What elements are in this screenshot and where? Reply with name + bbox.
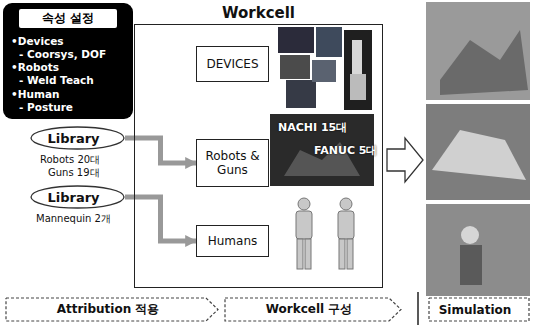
divider-line <box>417 292 419 325</box>
node-title: Robots & Guns <box>201 149 264 178</box>
process-box: Robots & Guns <box>196 139 269 187</box>
sim-shape <box>460 245 482 285</box>
node-title: Library <box>47 131 99 146</box>
attribute-panel: 속성 설정 •Devices- Coorsys, DOF•Robots- Weld… <box>3 3 133 119</box>
robot-base <box>350 74 366 100</box>
node-text: - Coorsys, DOF <box>11 48 125 61</box>
node-title: Attribution 적용 <box>57 301 160 318</box>
mannequin-head <box>298 198 310 210</box>
node-title: 속성 설정 <box>19 9 117 28</box>
chevron-outline <box>225 298 401 321</box>
screen <box>312 60 336 82</box>
node-text: •Robots <box>11 61 125 74</box>
mannequin-leg <box>297 239 303 269</box>
ellipse-outline <box>31 127 124 149</box>
process-box: DEVICES <box>196 46 269 82</box>
node-title: Workcell <box>135 4 382 22</box>
process-box: Humans <box>196 225 269 257</box>
sim-shape <box>440 30 528 95</box>
stage-outline <box>429 298 529 321</box>
mannequin-leg <box>347 239 353 269</box>
screen <box>280 55 310 79</box>
count-label: Mannequin 2개 <box>36 212 111 226</box>
stage-chevron: Workcell 구성 <box>224 297 402 322</box>
stage-box: Simulation <box>428 297 530 322</box>
count-label: Robots 20대 <box>40 153 100 167</box>
node-title: Humans <box>208 234 258 248</box>
robot-arm <box>352 40 362 74</box>
node-text: •Human <box>11 88 125 101</box>
mannequin-body <box>296 211 312 239</box>
robot-photo <box>344 30 372 110</box>
library-ellipse: Library <box>30 126 125 150</box>
device-screens <box>278 27 372 110</box>
chevron-outline <box>6 298 218 321</box>
node-title: DEVICES <box>206 57 258 71</box>
count-label: Guns 19대 <box>48 166 100 180</box>
flow-arrow <box>387 138 423 182</box>
screen <box>278 27 314 53</box>
node-title: Simulation <box>439 303 512 317</box>
mannequins <box>296 198 354 269</box>
node-text: - Posture <box>11 101 125 114</box>
mannequin-body <box>338 211 354 239</box>
library-ellipse: Library <box>30 185 125 209</box>
mannequin-head <box>340 198 352 210</box>
node-title: Library <box>47 190 99 205</box>
node-title: Workcell 구성 <box>266 301 353 318</box>
sim-photo <box>426 2 530 100</box>
connector-arrow <box>125 138 196 163</box>
sim-photo <box>426 204 530 296</box>
ellipse-outline <box>31 186 124 208</box>
count-label: FANUC 5대 <box>314 143 377 158</box>
screen <box>286 80 316 108</box>
mannequin-leg <box>305 239 311 269</box>
sim-shape <box>461 226 479 244</box>
count-label: NACHI 15대 <box>278 120 347 135</box>
screen <box>316 27 342 57</box>
stage-chevron: Attribution 적용 <box>5 297 219 322</box>
connector-arrow <box>125 197 196 241</box>
sim-shape <box>432 130 526 180</box>
simulation-photos <box>426 2 530 296</box>
sim-photo <box>426 104 530 200</box>
node-text: - Weld Teach <box>11 74 125 87</box>
mannequin-leg <box>339 239 345 269</box>
node-text: •Devices <box>11 35 125 48</box>
